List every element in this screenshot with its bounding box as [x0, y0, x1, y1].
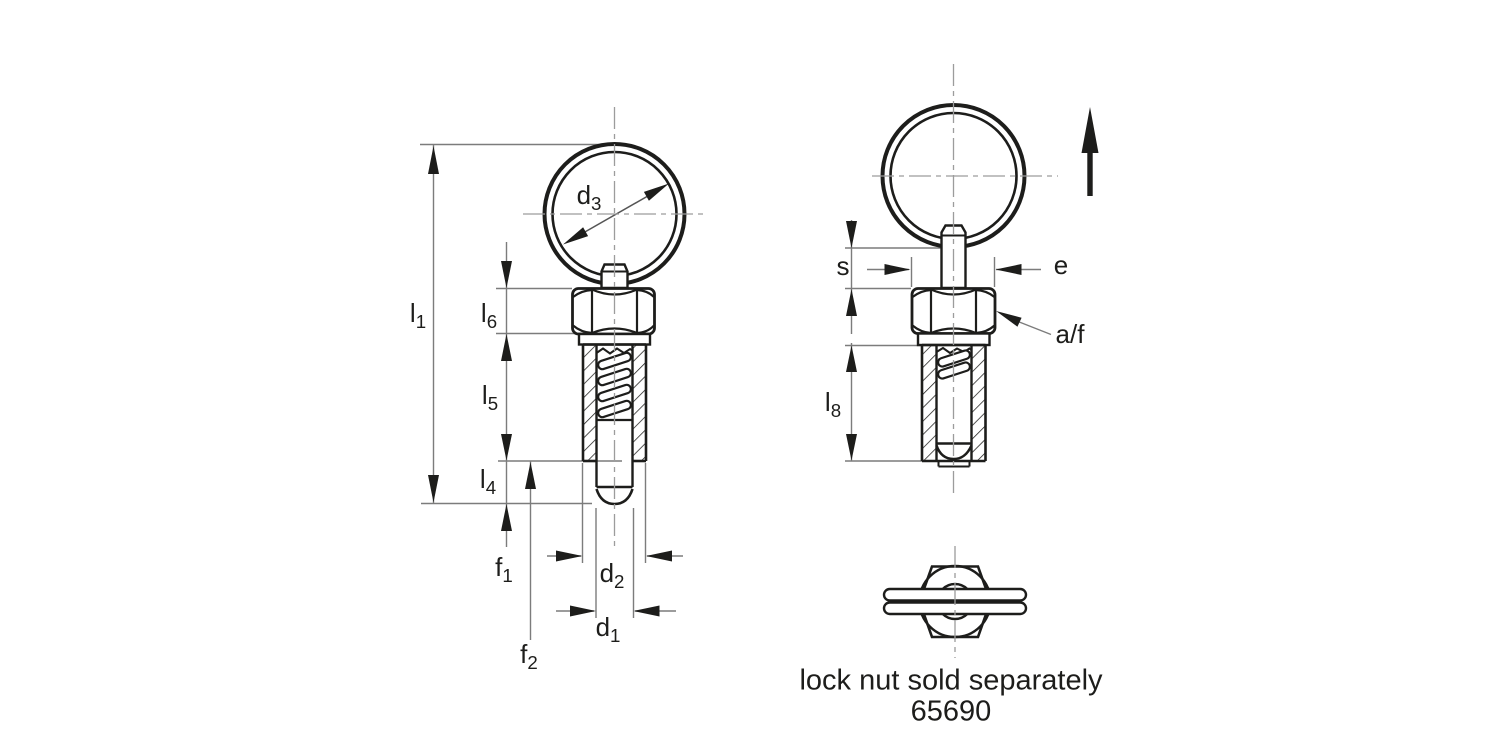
thread-wall-left	[583, 344, 597, 461]
dim-label-d2: d2	[599, 558, 625, 593]
l1-arrow-bottom	[428, 475, 439, 503]
plunger-pin-retracted	[935, 442, 973, 468]
dim-label-af: a/f	[1055, 319, 1085, 350]
dim-label-e: e	[1053, 250, 1069, 281]
dim-label-l1: l1	[409, 298, 427, 333]
l4-arrow-bottom	[501, 504, 512, 531]
arrowheads-layer	[428, 107, 1099, 617]
lock-nut-part-number: 65690	[910, 695, 992, 728]
s-arrow-bottom	[846, 289, 857, 316]
lock-nut-note: lock nut sold separately	[799, 664, 1103, 697]
af-leader-line	[1017, 320, 1052, 336]
dim-label-f2: f2	[520, 639, 538, 674]
s-arrow-top	[846, 221, 857, 248]
threaded-body	[581, 343, 648, 463]
l8-arrow-top	[846, 345, 857, 372]
d3-arrow-upper	[643, 183, 669, 201]
d1-arrow-right	[633, 605, 660, 617]
l8-arrow-bottom	[846, 434, 857, 461]
l5-arrow-top	[501, 334, 512, 361]
e-arrow-right	[995, 264, 1022, 275]
dim-label-l6: l6	[480, 298, 498, 333]
dim-label-l8: l8	[824, 387, 842, 422]
f2-arrow	[525, 462, 536, 489]
l1-arrow-top	[428, 146, 439, 174]
d3-arrow-lower	[563, 227, 589, 245]
pull-direction-arrow-icon	[1081, 107, 1099, 196]
dim-label-l5: l5	[481, 380, 499, 415]
af-leader-arrow	[996, 311, 1022, 327]
thread-wall-right	[632, 344, 646, 461]
l6-arrow-top	[501, 261, 512, 288]
d2-arrow-right	[646, 550, 672, 562]
d1-arrow-left	[570, 605, 596, 617]
d2-arrow-left	[556, 550, 583, 562]
thread-wall-right	[971, 345, 986, 461]
dim-label-l4: l4	[479, 464, 497, 499]
dim-label-f1: f1	[495, 552, 513, 587]
e-arrow-left	[884, 264, 911, 275]
centerlines-layer	[523, 64, 1058, 658]
dim-label-d1: d1	[595, 612, 621, 647]
thread-wall-left	[922, 345, 937, 461]
dim-label-s: s	[836, 251, 850, 282]
l5-arrow-bottom	[501, 434, 512, 461]
dim-label-d3: d3	[576, 180, 602, 215]
